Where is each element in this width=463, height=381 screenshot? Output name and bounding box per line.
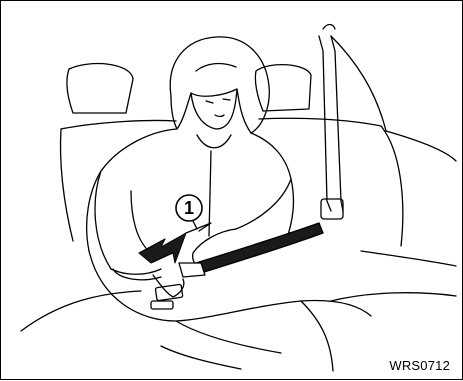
figure-code: WRS0712 bbox=[389, 358, 450, 373]
callout-number: 1 bbox=[184, 198, 194, 218]
